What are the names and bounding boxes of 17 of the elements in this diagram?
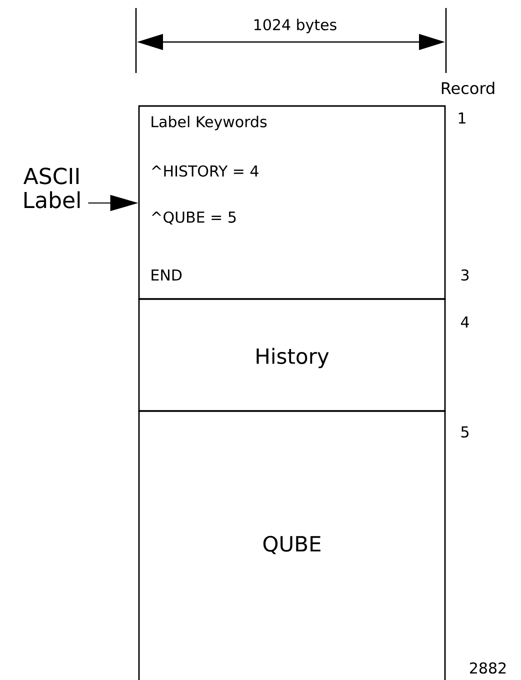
record-number: 2882 xyxy=(470,662,506,674)
record-number: 1 xyxy=(458,112,466,124)
dimension-label: 1024 bytes xyxy=(254,18,336,34)
keyword-text: ^HISTORY = 4 xyxy=(152,165,258,177)
section-label: History xyxy=(256,348,329,368)
record-box xyxy=(138,298,446,412)
record-box xyxy=(138,105,446,300)
keyword-text: END xyxy=(152,270,182,280)
keyword-text: ^QUBE = 5 xyxy=(152,211,236,225)
section-label: QUBE xyxy=(263,536,320,554)
record-number: 3 xyxy=(461,269,469,281)
record-box xyxy=(138,410,446,680)
side-label: ASCII Label xyxy=(24,168,80,208)
record-number: 4 xyxy=(460,316,469,328)
record-number: 5 xyxy=(461,426,468,438)
keyword-text: Label Keywords xyxy=(152,116,267,130)
column-heading: Record xyxy=(442,82,494,94)
